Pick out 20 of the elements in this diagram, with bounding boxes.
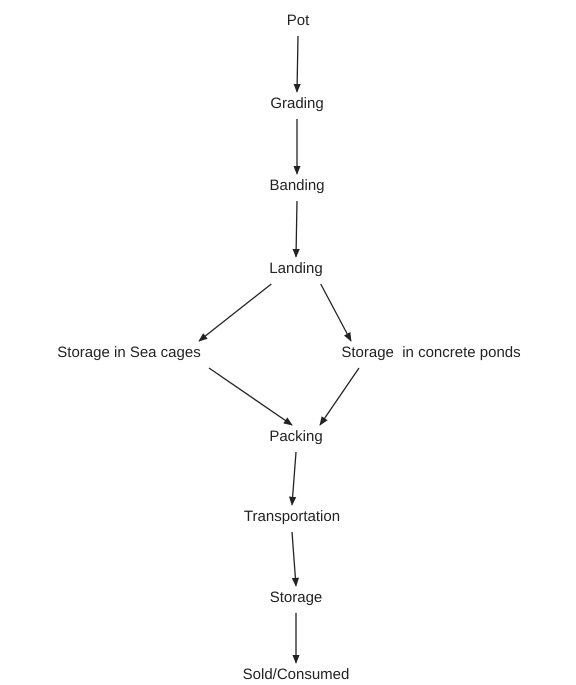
arrow <box>293 119 301 175</box>
arrow <box>320 284 352 342</box>
arrow <box>291 532 300 587</box>
step-label: Storage in Sea cages <box>57 344 201 362</box>
step-label: Banding <box>269 177 325 195</box>
arrow <box>292 200 300 258</box>
arrow <box>294 36 301 93</box>
step-label: Transportation <box>244 508 340 526</box>
arrow <box>208 367 293 426</box>
arrow <box>319 368 360 426</box>
step-label: Grading <box>270 95 324 113</box>
arrow <box>288 452 297 506</box>
step-label: Storage in concrete ponds <box>341 344 521 362</box>
step-label: Packing <box>269 428 323 446</box>
step-label: Landing <box>269 260 323 278</box>
step-label: Sold/Consumed <box>242 666 350 684</box>
step-label: Pot <box>286 12 310 30</box>
arrow <box>198 283 272 342</box>
arrow <box>292 613 300 664</box>
step-label: Storage <box>270 589 322 607</box>
